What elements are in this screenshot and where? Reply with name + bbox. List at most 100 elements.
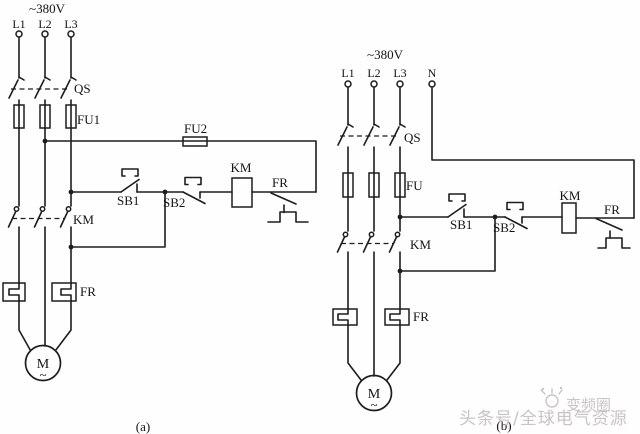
terminal-l1: [15, 30, 23, 38]
heater-box: [384, 308, 410, 326]
km-coil-label-b: KM: [560, 188, 581, 203]
heater-box: [51, 282, 77, 302]
pushbutton-actuator-icon: [448, 193, 466, 202]
km-main-label-a: KM: [73, 212, 94, 227]
pushbutton-actuator-icon: [121, 168, 139, 177]
fr-element-label-b: FR: [413, 309, 429, 324]
phase-label-l1-b: L1: [341, 66, 354, 80]
circuit-a: M ~ ~380V L1 L2 L3 QS FU1 FU2 KM SB1 SB2…: [2, 1, 317, 434]
motor-letter: M: [37, 357, 50, 372]
terminal-n: [428, 80, 436, 88]
watermark: 变频圈 头条号/全球电气资源: [459, 386, 628, 429]
fuse-body: [13, 104, 25, 129]
motor-circle: [355, 374, 393, 412]
circuit-b: M ~ ~380V L1 L2 L3 N QS FU KM SB1 SB2 KM…: [332, 47, 635, 433]
fuse-body: [182, 136, 208, 147]
logo-rays: [540, 388, 563, 395]
motor-leads: [347, 324, 401, 381]
qs-label-b: QS: [404, 130, 421, 145]
heater-crank: [8, 282, 20, 302]
heater-box: [332, 308, 358, 326]
pushbutton-actuator-icon: [506, 201, 524, 211]
fr-heater-elements-a: [2, 282, 77, 302]
no-blade: [504, 216, 528, 230]
incoming-lines-b: [344, 80, 635, 219]
incoming-lines-a: [15, 30, 75, 79]
start-button-sb2-b: [504, 201, 528, 230]
heater-crank: [337, 308, 349, 326]
junction-dot: [42, 138, 48, 144]
km-coil-a: [231, 177, 253, 208]
nc-blade: [595, 217, 623, 231]
terminal-l2: [41, 30, 49, 38]
self-hold-wire: [399, 216, 496, 272]
sb2-label-b: SB2: [493, 220, 515, 235]
nc-blade: [447, 203, 467, 218]
fuse-body: [368, 172, 380, 198]
supply-wires: [18, 36, 72, 79]
logo-ring: [545, 394, 559, 408]
terminal-l3: [396, 80, 404, 88]
motor-b: M ~: [347, 324, 401, 412]
motor-wave-symbol: ~: [370, 397, 377, 412]
qs-switch-a: [8, 76, 77, 99]
start-button-sb2-a: [182, 176, 206, 205]
phase-label-l1-a: L1: [12, 17, 25, 31]
contact-terminal: [13, 206, 20, 212]
fuse-body: [394, 172, 406, 198]
watermark-brand: 变频圈: [566, 396, 611, 414]
supply-wires: [347, 86, 401, 126]
control-feed-wire: [44, 140, 317, 193]
contact-terminal: [368, 231, 375, 238]
fr-overload-contact-a: [267, 192, 309, 223]
watermark-credit: 头条号/全球电气资源: [459, 409, 628, 429]
km-main-contacts-b: [336, 231, 401, 377]
logo-dot: [559, 386, 563, 390]
nc-blade: [120, 178, 140, 193]
thermal-bump-icon: [597, 237, 631, 249]
terminal-l1: [344, 80, 352, 88]
junction-dot: [68, 244, 74, 250]
neutral-label-n-b: N: [428, 66, 437, 80]
fr-contact-label-a: FR: [272, 175, 288, 190]
phase-wires: [347, 146, 401, 232]
fr-element-label-a: FR: [80, 284, 96, 299]
contact-terminal: [39, 206, 46, 212]
fr-contact-label-b: FR: [604, 202, 620, 217]
contact-terminal: [394, 231, 401, 238]
self-hold-wire: [70, 191, 166, 248]
qs-switch-b: [337, 123, 406, 146]
phase-wires-below: [18, 226, 72, 347]
caption-a: (a): [136, 419, 150, 434]
fr-overload-contact-b: [595, 217, 631, 249]
km-coil-b: [561, 202, 577, 234]
fu-label-b: FU: [406, 178, 423, 193]
neutral-wire: [431, 86, 635, 219]
terminal-l3: [67, 30, 75, 38]
motor-a: M ~: [18, 300, 72, 382]
fuse-fu1-a: [13, 99, 77, 207]
nc-blade: [270, 192, 297, 205]
sb1-label-a: SB1: [117, 193, 139, 208]
phase-label-l3-a: L3: [64, 17, 77, 31]
fixed-jaws: [18, 76, 77, 81]
motor-circle: [24, 344, 62, 382]
contact-blades: [336, 236, 398, 253]
contact-terminal: [342, 231, 349, 238]
phase-wires-below: [347, 251, 401, 377]
contact-blades: [7, 211, 69, 228]
sb1-label-b: SB1: [450, 217, 472, 232]
heater-box: [2, 282, 26, 302]
control-loop-b: [397, 193, 635, 274]
phase-label-l3-b: L3: [393, 66, 406, 80]
fixed-jaws: [347, 123, 406, 128]
caption-b: (b): [496, 418, 511, 433]
phase-label-l2-a: L2: [38, 17, 51, 31]
fuse-body: [39, 104, 51, 129]
supply-label-b: ~380V: [367, 47, 404, 62]
brand-logo-icon: [540, 386, 563, 408]
fu1-label-a: FU1: [77, 112, 100, 127]
qs-label-a: QS: [74, 81, 91, 96]
